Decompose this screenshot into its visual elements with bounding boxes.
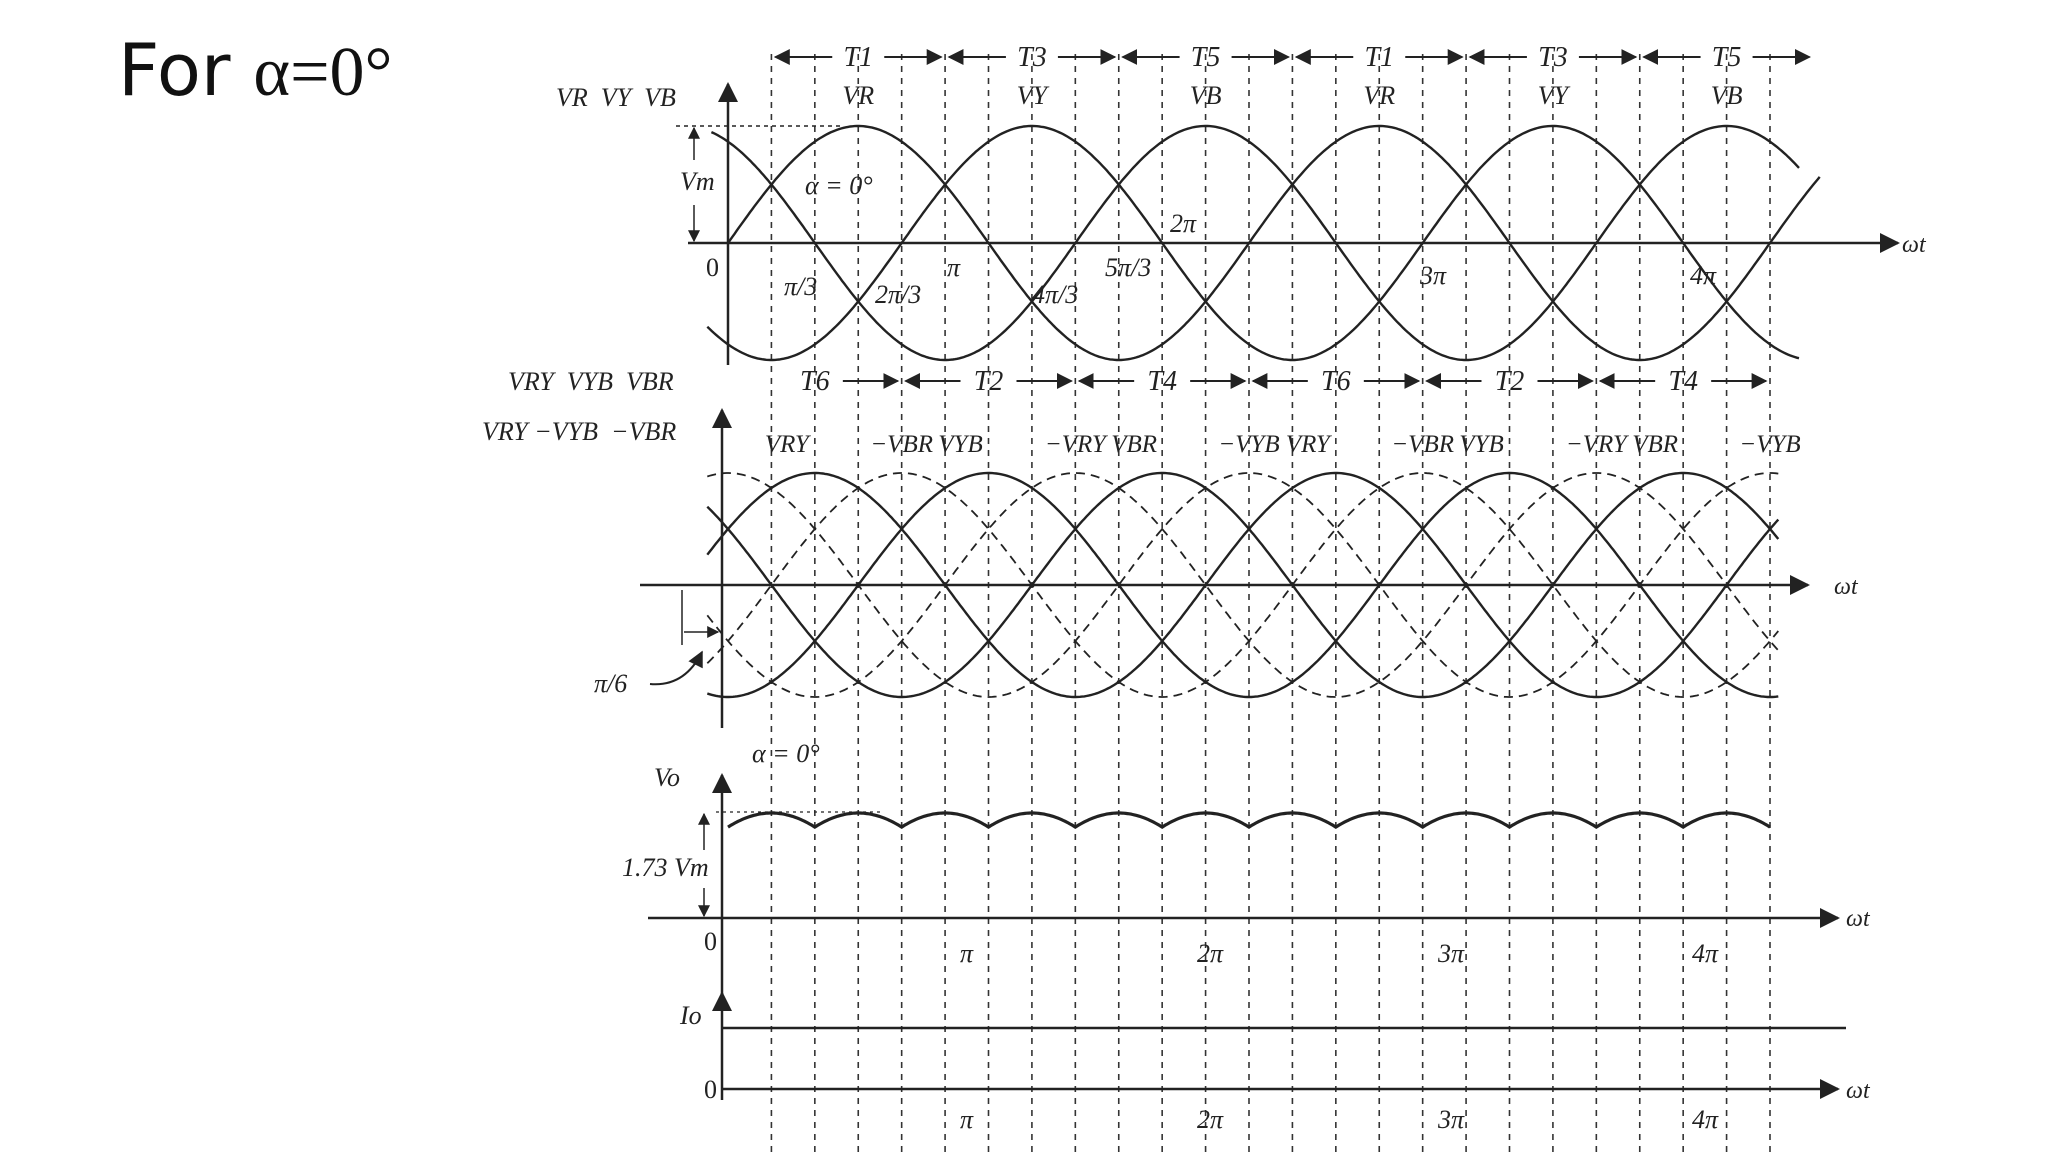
line-voltage-label: −VYB <box>1739 431 1800 458</box>
line-voltage-curves <box>706 471 1780 699</box>
line-voltage-label: VRY <box>1286 431 1333 458</box>
line-voltage-label: VYB <box>938 431 982 458</box>
top-phase-label: VR <box>842 81 874 110</box>
omega-t-label-2: ωt <box>1834 574 1859 600</box>
tick-2pi-3: 2π/3 <box>875 280 921 309</box>
tick-pi-io: π <box>960 1105 974 1134</box>
top-thyristor-label: T3 <box>1538 42 1568 73</box>
line-voltage-label: −VBR <box>870 431 933 458</box>
line-axis-label-1: VRY VYB VBR <box>508 367 674 396</box>
tick-2pi-vo: 2π <box>1197 939 1224 968</box>
line-voltage-label: VBR <box>1111 431 1157 458</box>
io-label: Io <box>679 1001 702 1030</box>
alpha-label-top: α = 0° <box>805 171 873 200</box>
neg-line-voltage-0 <box>706 472 1779 698</box>
top-thyristor-label: T1 <box>843 42 873 73</box>
phase-axis-label: VR VY VB <box>556 83 676 112</box>
tick-pi-vo: π <box>960 939 974 968</box>
slide-title: For α=0° <box>118 28 393 113</box>
line-voltage-label: −VBR <box>1391 431 1454 458</box>
line-voltage-label: −VRY <box>1566 431 1630 458</box>
vr-curve <box>727 124 1821 362</box>
tick-2pi-io: 2π <box>1197 1105 1224 1134</box>
line-voltage-2 <box>706 471 1780 699</box>
bottom-thyristor-label: T6 <box>1321 366 1351 397</box>
top-thyristor-label: T3 <box>1017 42 1047 73</box>
vb-curve <box>710 124 1800 362</box>
title-alpha: α=0° <box>253 34 393 111</box>
tick-5pi-3: 5π/3 <box>1105 253 1151 282</box>
vo-ripple-curve <box>727 811 1771 830</box>
tick-3pi-io: 3π <box>1437 1105 1465 1134</box>
tick-3pi-vo: 3π <box>1437 939 1465 968</box>
line-voltage-label: −VRY <box>1045 431 1109 458</box>
output-voltage-panel: Vo 1.73 Vm α = 0° 0 π 2π 3π 4π ωt <box>622 739 1871 1000</box>
line-voltage-label: VBR <box>1632 431 1678 458</box>
pi6-label: π/6 <box>594 669 627 698</box>
tick-4pi-top: 4π <box>1690 261 1717 290</box>
top-phase-label: VY <box>1017 81 1050 110</box>
line-voltage-label: VRY <box>765 431 812 458</box>
tick-4pi-io: 4π <box>1692 1105 1719 1134</box>
omega-t-label-3: ωt <box>1846 906 1871 932</box>
origin-label-top: 0 <box>706 253 719 282</box>
bottom-thyristor-label: T2 <box>1495 366 1525 397</box>
line-axis-label-2: VRY −VYB −VBR <box>482 417 676 446</box>
tick-4pi-3: 4π/3 <box>1032 280 1078 309</box>
vy-curve <box>706 124 1800 362</box>
vo-label: Vo <box>654 763 680 792</box>
top-thyristor-label: T5 <box>1191 42 1221 73</box>
tick-2pi-top: 2π <box>1170 209 1197 238</box>
origin-label-vo: 0 <box>704 927 717 956</box>
alpha-label-mid: α = 0° <box>752 739 820 768</box>
neg-line-voltage-2 <box>706 472 1779 698</box>
bottom-thyristor-label: T4 <box>1147 366 1177 397</box>
vertical-gridlines <box>770 54 1771 1152</box>
line-voltage-panel: VRY VYB VBR VRY −VYB −VBR π/6 ωt <box>482 367 1859 728</box>
omega-t-label-1: ωt <box>1902 232 1927 258</box>
tick-pi-3: π/3 <box>784 272 817 301</box>
tick-pi-top: π <box>947 253 961 282</box>
top-thyristor-label: T1 <box>1364 42 1394 73</box>
line-voltage-label: VYB <box>1459 431 1503 458</box>
top-phase-label: VY <box>1538 81 1571 110</box>
omega-t-label-4: ωt <box>1846 1078 1871 1104</box>
line-voltage-1 <box>706 471 1779 699</box>
vm-label: Vm <box>680 167 715 196</box>
line-voltage-0 <box>706 471 1780 699</box>
bottom-thyristor-label: T2 <box>974 366 1004 397</box>
output-current-panel: Io 0 π 2π 3π 4π ωt <box>679 991 1871 1134</box>
phase-voltage-panel: Vm VR VY VB α = 0° 0 π/3 2π/3 π 4π/3 5π/… <box>556 82 1927 365</box>
top-phase-label: VR <box>1363 81 1395 110</box>
title-prefix: For <box>118 28 254 112</box>
neg-line-voltage-1 <box>707 472 1779 698</box>
origin-label-io: 0 <box>704 1075 717 1104</box>
top-phase-label: VB <box>1190 81 1222 110</box>
pi6-pointer <box>649 650 703 686</box>
vo-173-label: 1.73 Vm <box>622 853 709 882</box>
bottom-thyristor-label: T6 <box>800 366 830 397</box>
phase-curves <box>706 124 1821 362</box>
top-thyristor-label: T5 <box>1712 42 1742 73</box>
bottom-thyristor-label: T4 <box>1668 366 1698 397</box>
tick-3pi-top: 3π <box>1419 261 1447 290</box>
top-phase-label: VB <box>1711 81 1743 110</box>
line-voltage-label: −VYB <box>1218 431 1279 458</box>
tick-4pi-vo: 4π <box>1692 939 1719 968</box>
